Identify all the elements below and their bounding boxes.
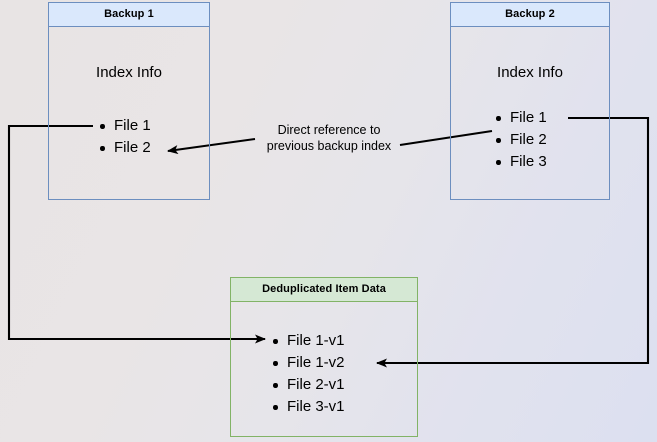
backup-1-file-list: File 1 File 2	[100, 115, 151, 159]
dedup-file-list: File 1-v1 File 1-v2 File 2-v1 File 3-v1	[273, 330, 345, 418]
node-backup-2-body: Index Info File 1 File 2 File 3	[451, 27, 609, 199]
node-deduplicated-item-data[interactable]: Deduplicated Item Data File 1-v1 File 1-…	[230, 277, 418, 437]
list-item: File 1-v1	[273, 330, 345, 352]
node-backup-1[interactable]: Backup 1 Index Info File 1 File 2	[48, 2, 210, 200]
backup-2-index-info-label: Index Info	[497, 64, 563, 81]
list-item: File 2	[100, 137, 151, 159]
node-backup-2[interactable]: Backup 2 Index Info File 1 File 2 File 3	[450, 2, 610, 200]
list-item: File 1-v2	[273, 352, 345, 374]
edge-label-direct-reference: Direct reference to previous backup inde…	[255, 122, 403, 154]
backup-2-file-list: File 1 File 2 File 3	[496, 107, 547, 173]
edge-label-line-1: Direct reference to	[277, 123, 381, 137]
edge-label-line-2: previous backup index	[266, 139, 392, 153]
node-deduplicated-item-data-header: Deduplicated Item Data	[231, 278, 417, 302]
list-item: File 2	[496, 129, 547, 151]
node-deduplicated-item-data-body: File 1-v1 File 1-v2 File 2-v1 File 3-v1	[231, 302, 417, 436]
node-backup-2-header: Backup 2	[451, 3, 609, 27]
list-item: File 3	[496, 151, 547, 173]
list-item: File 3-v1	[273, 396, 345, 418]
node-backup-1-header: Backup 1	[49, 3, 209, 27]
backup-1-index-info-label: Index Info	[96, 64, 162, 81]
list-item: File 1	[100, 115, 151, 137]
list-item: File 1	[496, 107, 547, 129]
node-backup-1-body: Index Info File 1 File 2	[49, 27, 209, 199]
list-item: File 2-v1	[273, 374, 345, 396]
